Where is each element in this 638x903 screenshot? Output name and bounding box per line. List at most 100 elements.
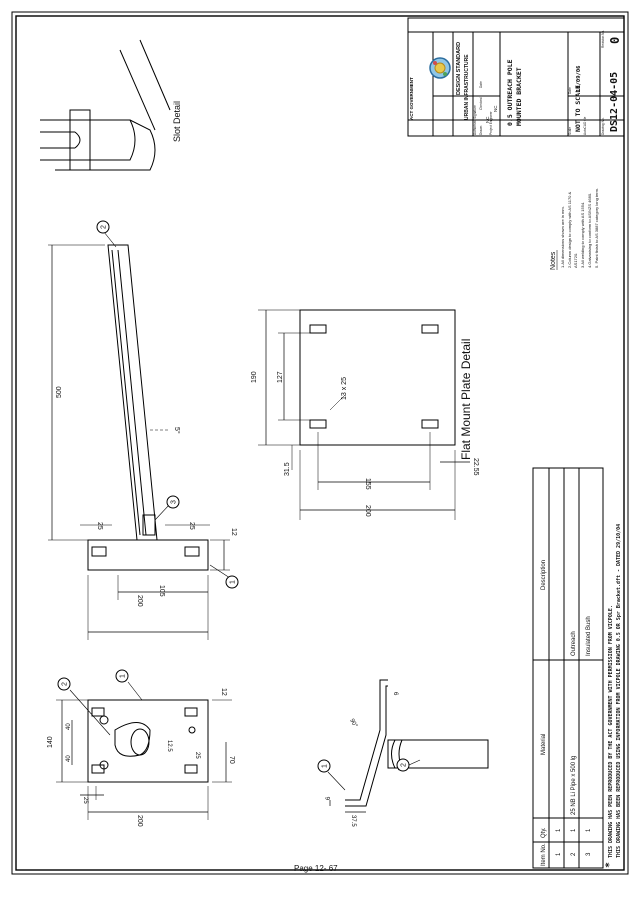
- col-qty: Qty.: [541, 827, 547, 838]
- note-1: 1.All dimensions shown are in mm.: [560, 206, 565, 268]
- project-engineer-value: NC: [493, 105, 498, 112]
- dim-500: 500: [56, 386, 63, 398]
- balloon-1-plan-label: 1: [120, 674, 127, 678]
- scale-label: Scale: [568, 127, 572, 135]
- col-description: Description: [541, 560, 547, 590]
- dim-25d: 25: [194, 752, 200, 759]
- svg-text:*: *: [604, 862, 615, 868]
- drawing-number: DS12-04-05: [609, 72, 620, 132]
- outreach-elevation: [48, 244, 230, 640]
- checked-label: Checked: [479, 97, 483, 110]
- inner-border: [15, 15, 625, 871]
- dim-12b: 12: [220, 688, 227, 696]
- dim-37-5: 37.5: [350, 815, 356, 827]
- row2-description: Outreach: [571, 631, 577, 656]
- dim-40a: 40: [66, 723, 72, 730]
- plate-detail-view: [258, 309, 470, 520]
- dim-200b: 200: [364, 505, 371, 517]
- balloon-1-plan: [115, 669, 129, 683]
- dim-40b: 40: [66, 755, 72, 762]
- note-2: 2.Column design to comply with AS 1170 &: [567, 191, 572, 268]
- organisation-label: ACT GOVERNMENT: [409, 77, 414, 120]
- dim-190: 190: [251, 371, 258, 383]
- dim-200a: 200: [136, 595, 143, 607]
- dim-12-5: 12.5: [166, 740, 172, 752]
- note-5: 5. Paint finish to AS 3887 category long…: [594, 188, 599, 268]
- dim-31-5: 31.5: [284, 462, 291, 476]
- slot-detail-label: Slot Detail: [172, 101, 182, 142]
- parts-table: Item No. Qty. Material Description 1 1 2…: [532, 467, 604, 869]
- dim-105: 105: [158, 585, 165, 597]
- notes-block: Notes 1.All dimensions shown are in mm. …: [550, 188, 599, 270]
- row3-description: Insulated Bush: [586, 616, 592, 656]
- autocad-label: AutoCAD file: [583, 117, 587, 135]
- balloon-2-section: [396, 758, 410, 772]
- standard-line1: DESIGN STANDARD: [456, 42, 462, 95]
- dim-6b: 6: [392, 692, 398, 696]
- row3-item: 3: [586, 852, 592, 856]
- balloon-1-section: [317, 759, 331, 773]
- revision-number: 0: [608, 37, 622, 44]
- footer-note: * THIS DRAWING HAS PEEN REPRODUCED BY TH…: [604, 524, 622, 868]
- row1-qty: 1: [556, 828, 562, 832]
- col-item-no: Item No.: [541, 843, 547, 866]
- dim-25c: 25: [82, 797, 88, 804]
- footer-line1: THIS DRAWING HAS PEEN REPRODUCED BY THE …: [608, 605, 614, 858]
- revision-label: Revision No.: [601, 30, 605, 48]
- dim-22-55: 22.55: [472, 458, 479, 476]
- date2-label: Date: [568, 87, 572, 94]
- balloon-2-elevation: [96, 220, 110, 234]
- balloon-3-elevation-label: 3: [171, 500, 178, 504]
- drawing-no-label: Drawing No.: [601, 117, 605, 135]
- title-block: ACT GOVERNMENT DESIGN STANDARD URBAN INF…: [407, 17, 625, 137]
- balloon-2-section-label: 2: [401, 763, 408, 767]
- dim-25b: 25: [188, 522, 195, 530]
- dim-70: 70: [228, 756, 235, 764]
- title-line2: MOUNTED BRACKET: [515, 67, 523, 126]
- row2-qty: 1: [571, 828, 577, 832]
- note-2b: AS1720.: [573, 253, 578, 268]
- slot-detail-view: [40, 39, 171, 171]
- dim-6: 6: [326, 796, 332, 800]
- title-line1: 0.5 OUTREACH POLE: [506, 59, 514, 126]
- project-engineer-label: Project Engineer: [489, 110, 493, 135]
- plan-view: [56, 699, 232, 820]
- dim-200c: 200: [136, 815, 143, 827]
- balloon-2-elevation-label: 2: [101, 225, 108, 229]
- balloon-1-elevation: [225, 575, 239, 589]
- dim-140: 140: [47, 736, 54, 748]
- date-value: 14/09/06: [576, 65, 582, 92]
- plate-detail-label: Flat Mount Plate Detail: [459, 339, 473, 460]
- drawn-label: Drawn: [479, 126, 483, 135]
- date-label: Date: [479, 81, 483, 88]
- balloon-2-plan: [57, 677, 71, 691]
- signature-label: Authorised Signature: [473, 105, 477, 135]
- balloon-1-section-label: 1: [322, 764, 329, 768]
- dim-127: 127: [277, 371, 284, 383]
- drawn-value: NC: [485, 116, 490, 123]
- note-3: 3.All welding to comply with AS 1554.: [580, 202, 585, 268]
- col-material: Material: [541, 734, 547, 755]
- note-4: 4.Galvanising to conform to AS/NZS 4680.: [587, 193, 592, 268]
- balloon-1-elevation-label: 1: [230, 580, 237, 584]
- standard-line2: URBAN INFRASTRUCTURE: [464, 54, 470, 120]
- row2-item: 2: [571, 852, 577, 856]
- balloon-3-elevation: [166, 495, 180, 509]
- dim-25a: 25: [96, 522, 103, 530]
- outer-border: [11, 11, 629, 875]
- row2-material: 25 NB Li Pipe x 500 lg: [571, 756, 577, 815]
- dim-12a: 12: [230, 528, 237, 536]
- page-number: Page 12- 67: [294, 864, 338, 873]
- footer-line2: THIS DRAWING HAS BEEN REPRODUCED USING I…: [616, 524, 622, 858]
- scale-value: NOT TO SCALE: [574, 85, 582, 132]
- notes-heading: Notes: [550, 251, 557, 270]
- dim-5deg: 5°: [173, 427, 181, 434]
- act-logo-icon: [429, 57, 451, 79]
- row3-qty: 1: [586, 828, 592, 832]
- dim-13x25: 13 x 25: [341, 377, 348, 400]
- row1-item: 1: [556, 852, 562, 856]
- balloon-2-plan-label: 2: [62, 682, 69, 686]
- dim-90deg: 90°: [348, 718, 358, 729]
